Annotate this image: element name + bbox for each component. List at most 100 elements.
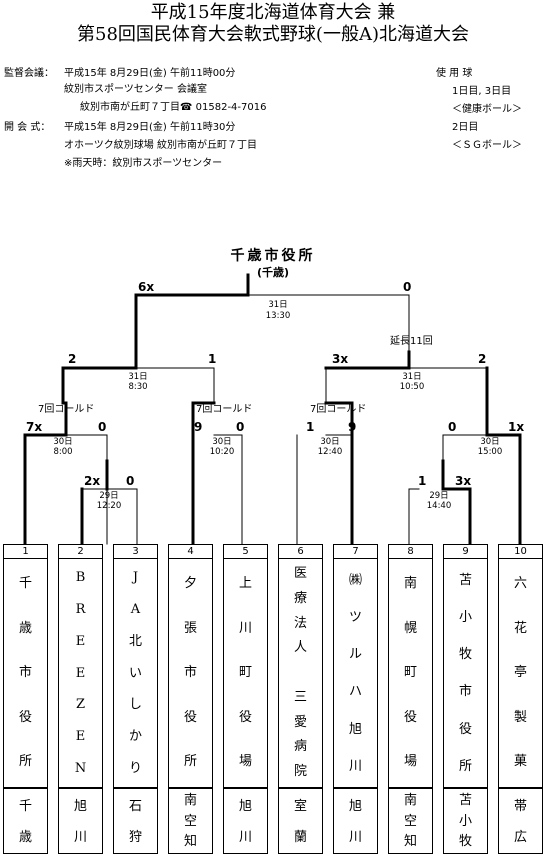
team-region-cell: 南空知 bbox=[168, 788, 213, 854]
team-name-char: 市 bbox=[18, 665, 32, 681]
g3-note: 7回コールド bbox=[310, 404, 367, 415]
team-name-cell: 医療法人三愛病院 bbox=[278, 559, 323, 788]
team-region-cell: 室蘭 bbox=[278, 788, 323, 854]
team-region-cell: 千歳 bbox=[3, 788, 48, 854]
team-name-char: 役 bbox=[238, 709, 252, 725]
ball-brand-1: ＜健康ボール＞ bbox=[452, 104, 522, 115]
team-name-char: り bbox=[128, 761, 142, 777]
semi-left-score-left: 2 bbox=[68, 352, 77, 366]
title-line-1: 平成15年度北海道体育大会 兼 bbox=[150, 2, 396, 23]
meeting-label: 監督会議： bbox=[4, 68, 54, 79]
g5-time: 12:20 bbox=[96, 501, 122, 511]
team-name-char: R bbox=[75, 601, 86, 617]
team-name-char: か bbox=[128, 729, 142, 745]
g5-score-left: 2x bbox=[84, 474, 101, 488]
semi-left-time: 8:30 bbox=[128, 382, 148, 392]
meeting-line-1: 平成15年 8月29日(金) 午前11時00分 bbox=[64, 68, 236, 79]
team-name-cell: 南幌町役場 bbox=[388, 559, 433, 788]
team-seed: 6 bbox=[278, 544, 323, 559]
team-name-char: 南 bbox=[403, 576, 417, 591]
g1-time: 8:00 bbox=[53, 447, 73, 457]
opening-label: 開 会 式： bbox=[4, 122, 51, 133]
team-name-char: E bbox=[75, 665, 86, 681]
team-region-char: 広 bbox=[513, 830, 527, 845]
g4-time: 15:00 bbox=[477, 447, 503, 457]
team-name-char: ㈱ bbox=[348, 573, 362, 588]
team-region-char: 旭 bbox=[238, 799, 252, 814]
g4-score-right: 1x bbox=[508, 420, 525, 434]
team-seed: 1 bbox=[3, 544, 48, 559]
team-name-char: 菓 bbox=[513, 754, 527, 770]
team-seed: 7 bbox=[333, 544, 378, 559]
team-name-char: 川 bbox=[348, 758, 362, 774]
team-region-char: 千 bbox=[18, 799, 32, 814]
team-region-cell: 南空知 bbox=[388, 788, 433, 854]
team-region-cell: 旭川 bbox=[58, 788, 103, 854]
team-name-char: 市 bbox=[183, 665, 197, 681]
team-name-char: 病 bbox=[293, 739, 307, 755]
team-region-char: 狩 bbox=[128, 830, 142, 845]
team-region-char: 帯 bbox=[513, 799, 527, 814]
g2-date: 30日 bbox=[212, 437, 232, 447]
g6-time: 14:40 bbox=[426, 501, 452, 511]
ball-day-2: 2日目 bbox=[452, 122, 479, 133]
team-region-cell: 石狩 bbox=[113, 788, 158, 854]
team-region-char: 知 bbox=[403, 834, 417, 850]
team-name-char: E bbox=[75, 633, 86, 649]
team-region-char: 室 bbox=[293, 799, 307, 814]
semi-right-date: 31日 bbox=[402, 372, 422, 382]
team-name-char: ツ bbox=[348, 610, 362, 626]
team-region-char: 知 bbox=[183, 834, 197, 850]
team-name-char: 北 bbox=[128, 633, 142, 649]
team-name-char: 所 bbox=[458, 758, 472, 774]
team-name-char: 千 bbox=[18, 576, 32, 591]
team-name-char: 院 bbox=[293, 764, 307, 780]
g1-note: 7回コールド bbox=[38, 404, 95, 415]
team-name-cell: ㈱ツルハ旭川 bbox=[333, 559, 378, 788]
final-time: 13:30 bbox=[265, 311, 291, 321]
team-name-char: 役 bbox=[183, 709, 197, 725]
team-seed: 3 bbox=[113, 544, 158, 559]
team-name-char: 苫 bbox=[458, 573, 472, 588]
team-seed: 4 bbox=[168, 544, 213, 559]
g5-score-right: 0 bbox=[126, 474, 135, 488]
team-seed: 9 bbox=[443, 544, 488, 559]
team-region-cell: 旭川 bbox=[333, 788, 378, 854]
team-name-char: 役 bbox=[403, 709, 417, 725]
g2-score-right: 0 bbox=[236, 420, 245, 434]
team-name-char: 夕 bbox=[183, 576, 197, 591]
team-name-char: 場 bbox=[238, 754, 252, 770]
team-name-char: 三 bbox=[293, 689, 307, 705]
team-name-char: 張 bbox=[183, 620, 197, 636]
team-region-char: 空 bbox=[403, 813, 417, 829]
team-region-cell: 苫小牧 bbox=[443, 788, 488, 854]
meeting-line-3: 紋別市南が丘町７丁目☎ 01582-4-7016 bbox=[80, 102, 267, 113]
team-name-char: 法 bbox=[293, 615, 307, 631]
team-name-char: Z bbox=[75, 697, 86, 713]
g1-score-left: 7x bbox=[26, 420, 43, 434]
team-name-char: 花 bbox=[513, 620, 527, 636]
team-name-char: B bbox=[75, 570, 86, 585]
team-name-char: い bbox=[128, 665, 142, 681]
semi-right-note: 延長11回 bbox=[390, 336, 433, 347]
team-name-char: 役 bbox=[18, 709, 32, 725]
team-name-char: 療 bbox=[293, 590, 307, 606]
team-name-char: 六 bbox=[513, 576, 527, 591]
team-name-char: E bbox=[75, 729, 86, 745]
team-name-char: 人 bbox=[293, 640, 307, 656]
team-name-char: 小 bbox=[458, 610, 472, 626]
g1-score-right: 0 bbox=[98, 420, 107, 434]
champion-region: (千歳) bbox=[256, 266, 290, 279]
team-name-char bbox=[279, 661, 322, 686]
g4-score-left: 0 bbox=[448, 420, 457, 434]
opening-line-2: オホーツク紋別球場 紋別市南が丘町７丁目 bbox=[64, 140, 257, 151]
team-name-char: 歳 bbox=[18, 620, 32, 636]
team-region-char: 南 bbox=[183, 793, 197, 808]
ball-brand-2: ＜ＳＧボール＞ bbox=[452, 140, 522, 151]
team-name-char: 愛 bbox=[293, 714, 307, 730]
team-region-char: 旭 bbox=[73, 799, 87, 814]
team-name-char: し bbox=[128, 697, 142, 713]
team-region-char: 石 bbox=[128, 799, 142, 814]
